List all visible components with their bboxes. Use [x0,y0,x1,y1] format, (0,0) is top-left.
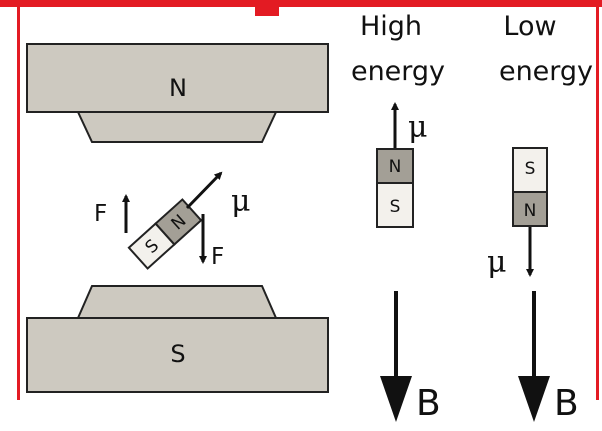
high-energy-column: High energy μ N S B [351,11,445,424]
low-energy-field-label: B [554,383,579,424]
high-energy-moment-label: μ [408,110,428,145]
low-energy-moment-label: μ [487,245,507,280]
south-pole-label: S [170,340,185,368]
high-energy-heading-line1: High [360,11,422,42]
north-magnet: N [27,44,328,142]
tilted-moment-label: μ [231,184,251,219]
high-energy-field-label: B [416,383,441,424]
tilted-dipole: S N [129,200,201,269]
frame-top-bar [0,0,602,7]
high-energy-heading-line2: energy [351,56,445,87]
frame-left-border [17,7,20,400]
frame-top-notch [255,0,279,16]
low-energy-dipole-south-label: S [525,159,536,179]
tilted-moment-arrow [187,173,221,208]
force-label-right: F [211,244,224,270]
north-pole-label: N [169,74,187,102]
south-magnet: S [27,286,328,392]
low-energy-heading-line1: Low [503,11,556,42]
frame-right-border [596,7,599,400]
high-energy-dipole-north-label: N [389,157,402,177]
force-label-left: F [94,201,107,227]
high-energy-dipole-south-label: S [390,197,401,217]
high-energy-field-arrowhead [380,376,412,422]
low-energy-heading-line2: energy [499,56,593,87]
low-energy-column: Low energy S N μ B [487,11,593,424]
low-energy-field-arrowhead [518,376,550,422]
low-energy-dipole-north-label: N [524,201,537,221]
